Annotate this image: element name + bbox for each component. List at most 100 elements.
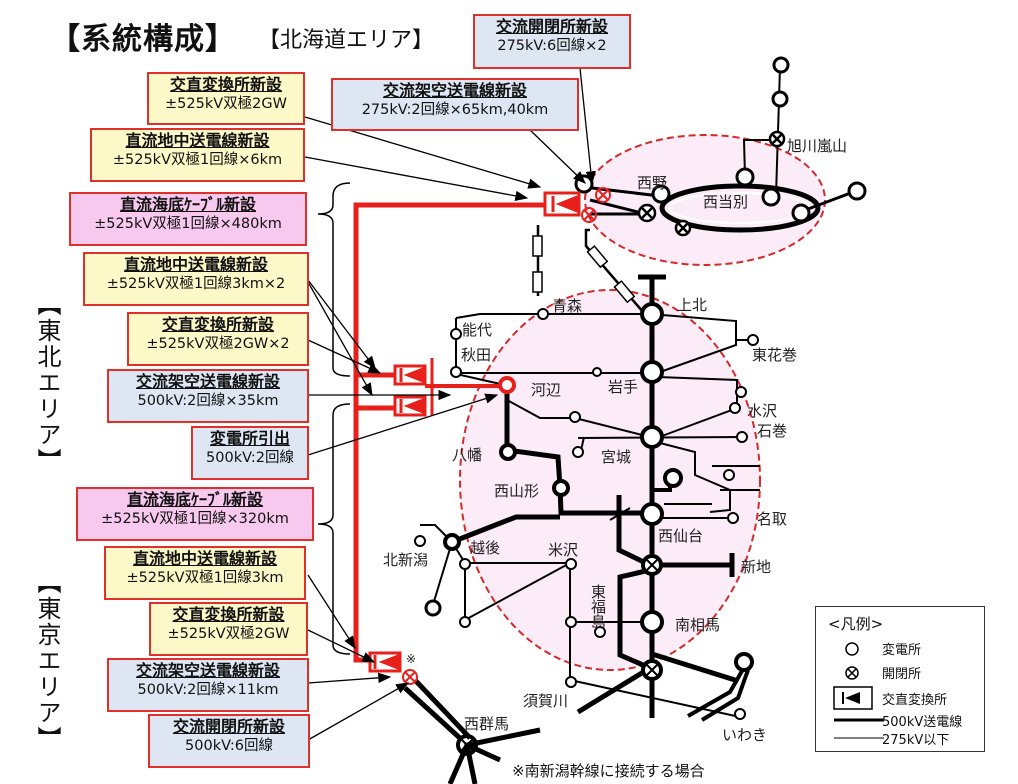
substation-icon [735,386,747,398]
callout-head: 交直変換所新設 [169,75,282,94]
substation-icon [663,468,683,488]
substation-icon [459,616,471,628]
station-label: 名取 [757,510,787,528]
station-label: 米沢 [548,541,578,559]
station-label: いわき [722,726,767,744]
station-label: 上北 [677,296,707,314]
station-label: 西野 [637,174,667,192]
callout-hk-underground: 直流地中送電線新設 ±525kV双極1回線×6km [90,128,305,182]
callout-tk-overhead: 交流架空送電線新設 500kV:2回線×11km [107,658,309,712]
substation-icon [640,502,664,526]
substation-icon [845,642,859,656]
callout-th-substation: 変電所引出 500kV:2回線 [191,426,309,480]
substation-icon [791,203,811,223]
legend-item: 500kV送電線 [882,715,963,730]
substation-icon [450,328,462,340]
tohoku-substations [414,302,759,720]
substation-icon [572,446,584,458]
legend-symbols [833,642,884,739]
station-label: 能代 [462,321,492,339]
station-label: 石巻 [757,422,787,440]
legend: <凡例> 変電所 開閉所 交直変換所 500kV送電線 275kV以下 [815,606,985,752]
switching-station-icon [402,669,418,685]
callout-th-converter: 交直変換所新設 ±525kV双極2GW×2 [127,312,309,366]
area-label-hokkaido: 【北海道エリア】 [258,28,435,53]
substation-icon [450,366,462,378]
callout-head: 直流海底ｹｰﾌﾞﾙ新設 [126,490,263,509]
callout-hk-switch: 交流開閉所新設 275kV:6回線×2 [473,14,631,69]
substation-icon [459,558,471,570]
callout-head: 交流架空送電線新設 [382,81,527,100]
legend-item: 変電所 [882,643,922,658]
legend-item: 交直変換所 [882,693,948,708]
substation-icon [565,616,577,628]
callout-th-overhead: 交流架空送電線新設 500kV:2回線×35km [107,369,309,423]
substation-icon [569,411,581,423]
legend-item: 275kV以下 [882,733,950,748]
callout-head: 交直変換所新設 [172,605,285,624]
station-label: 北新潟 [383,551,428,569]
substation-icon [565,558,577,570]
substation-icon [735,167,755,187]
footnote: ※南新潟幹線に接続する場合 [512,762,705,780]
switching-station-icon [637,203,657,223]
substation-icon [734,652,754,672]
callout-sub: 500kV:2回線×11km [137,682,279,698]
substation-icon [640,360,664,384]
substation-icon [729,402,741,414]
area-label-tohoku: 【東北エリア】 [33,292,61,474]
callout-tk-converter: 交直変換所新設 ±525kV双極2GW [149,602,308,656]
callout-sub: ±525kV双極1回線×320km [101,511,289,527]
callout-submarine-480: 直流海底ｹｰﾌﾞﾙ新設 ±525kV双極1回線×480km [69,192,307,246]
station-label: 水沢 [747,402,777,420]
switching-station-icon [581,207,597,223]
tokyo-network [403,678,541,784]
callout-head: 直流地中送電線新設 [125,131,270,150]
substation-icon [537,308,549,320]
asterisk-mark: ※ [406,652,416,666]
station-label: 秋田 [461,346,491,364]
station-label: 西当別 [703,193,748,211]
callout-sub: ±525kV双極2GW [165,96,287,112]
area-label-tokyo: 【東京エリア】 [33,570,61,752]
substation-icon [443,533,461,551]
substation-icon [640,302,664,326]
callout-hk-overhead: 交流架空送電線新設 275kV:2回線×65km,40km [331,78,579,131]
tohoku-converter [353,205,516,663]
brace [317,182,351,655]
substation-icon [651,184,671,204]
converter-icon [833,686,873,710]
substation-icon [565,676,577,688]
callout-th-underground: 直流地中送電線新設 ±525kV双極1回線3km×2 [83,252,309,306]
station-label: 旭川嵐山 [787,137,847,155]
callout-sub: ±525kV双極2GW×2 [146,336,290,352]
callout-sub: 275kV:6回線×2 [497,38,607,54]
station-label: 青森 [552,297,582,315]
page-title: 【系統構成】 [50,22,236,57]
substation-icon [761,187,781,207]
substation-icon [771,90,789,108]
switching-station-icon [845,666,859,680]
callout-sub: ±525kV双極1回線×6km [112,152,283,168]
callout-head: 直流海底ｹｰﾌﾞﾙ新設 [119,195,256,214]
substation-icon [498,376,516,394]
callout-head: 直流地中送電線新設 [132,549,277,568]
callout-tk-switch: 交流開閉所新設 500kV:6回線 [148,714,310,768]
callout-sub: 500kV:6回線 [185,738,273,754]
substation-icon [414,535,426,547]
substation-icon [574,174,594,194]
callout-head: 交流開閉所新設 [495,17,608,36]
substation-icon [747,334,759,346]
switching-station-icon [595,187,611,203]
callout-sub: 275kV:2回線×65km,40km [361,102,549,118]
callout-sub: ±525kV双極1回線×480km [94,216,282,232]
substation-icon [723,469,735,481]
switching-station-icon [592,367,602,377]
station-label: 宮城 [601,448,631,466]
substation-icon [640,425,664,449]
callout-head: 交流架空送電線新設 [135,372,280,391]
switching-station-icon [674,219,692,237]
callout-sub: ±525kV双極1回線3km×2 [106,276,286,292]
substation-icon [734,708,746,720]
substation-icon [499,443,517,461]
